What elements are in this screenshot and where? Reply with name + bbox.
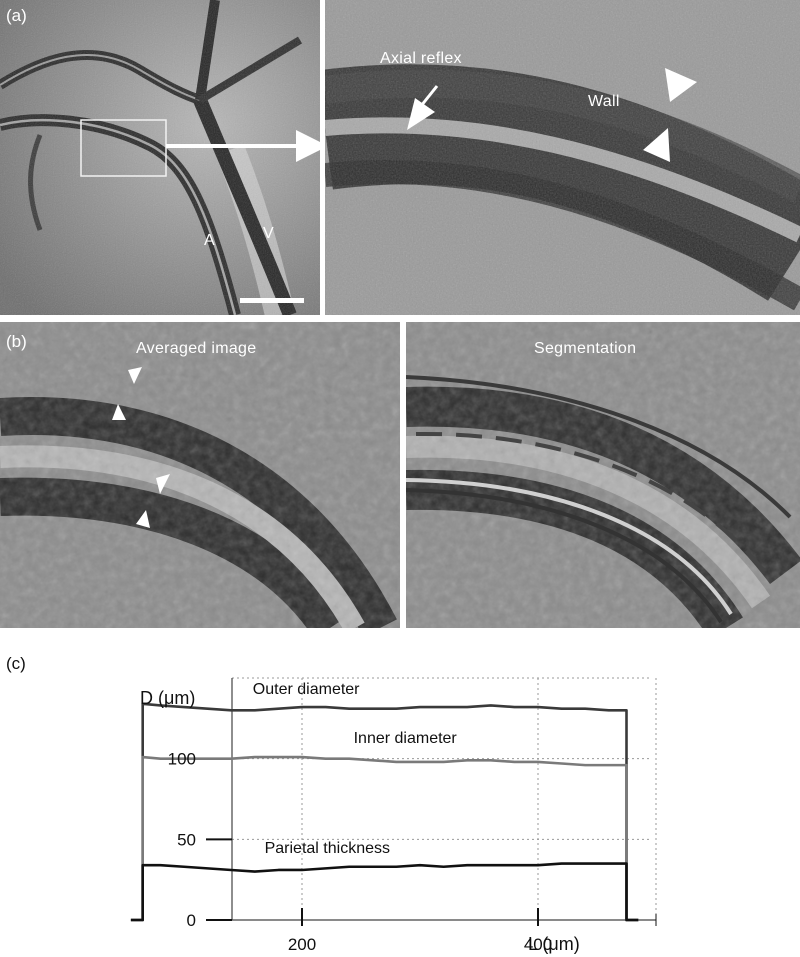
averaged-image-title: Averaged image bbox=[136, 340, 257, 357]
panel-b-averaged-image bbox=[0, 322, 400, 628]
chart-grid bbox=[232, 677, 657, 920]
y-axis-label: D (μm) bbox=[140, 688, 195, 708]
vein-label: V bbox=[263, 225, 274, 242]
panel-c-label: (c) bbox=[6, 654, 26, 673]
y-tick-label: 50 bbox=[177, 830, 196, 849]
x-tick-label: 400 bbox=[524, 935, 552, 954]
x-tick-label: 200 bbox=[288, 935, 316, 954]
y-tick-label: 100 bbox=[168, 750, 196, 769]
roi-box bbox=[80, 119, 167, 177]
fundus-overview-svg bbox=[0, 0, 320, 315]
segmentation-title: Segmentation bbox=[534, 340, 637, 357]
segmentation-image-svg bbox=[406, 322, 800, 628]
diameter-chart: 0 50 100 200 400 D (μm) L (μm) Outer diameterIn… bbox=[130, 677, 657, 954]
chart-labels: 0 50 100 200 400 D (μm) L (μm) Outer diameterIn… bbox=[140, 681, 580, 954]
averaged-image-svg bbox=[0, 322, 400, 628]
panel-b-label: (b) bbox=[6, 332, 27, 351]
series-label-0: Outer diameter bbox=[253, 681, 360, 698]
artery-label: A bbox=[204, 232, 215, 249]
wall-label: Wall bbox=[588, 93, 620, 110]
series-label-1: Inner diameter bbox=[354, 730, 458, 747]
series-line-2 bbox=[130, 862, 639, 922]
x-axis-label: L (μm) bbox=[528, 934, 580, 954]
panel-a-zoom-image bbox=[325, 0, 800, 315]
panel-a-label: (a) bbox=[6, 6, 27, 25]
scale-bar bbox=[240, 298, 304, 303]
series-label-2: Parietal thickness bbox=[265, 840, 390, 857]
chart-axes bbox=[206, 678, 657, 926]
zoom-vessel-svg bbox=[325, 0, 800, 315]
panel-b-segmentation-image bbox=[406, 322, 800, 628]
series-line-0 bbox=[130, 702, 639, 922]
panel-a-overview-image bbox=[0, 0, 320, 315]
axial-reflex-label: Axial reflex bbox=[380, 50, 462, 67]
y-tick-label: 0 bbox=[187, 911, 196, 930]
series-line-1 bbox=[130, 755, 639, 922]
chart-series bbox=[130, 702, 639, 922]
